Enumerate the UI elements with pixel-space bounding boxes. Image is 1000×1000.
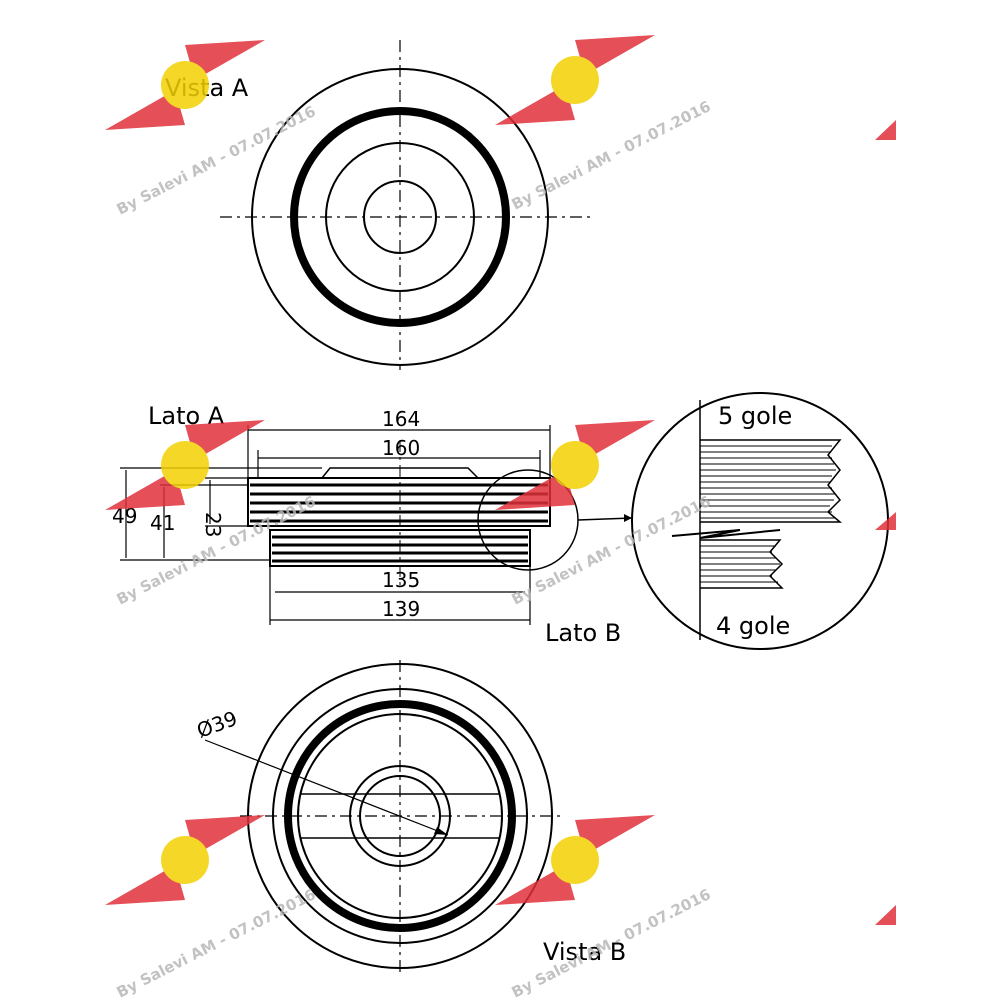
watermark-fragment bbox=[875, 120, 896, 140]
dim-41-label: 41 bbox=[150, 511, 175, 535]
watermark-logo-icon bbox=[105, 815, 265, 905]
vista-a-thick-ring bbox=[290, 107, 510, 327]
detail-lower-lines bbox=[700, 545, 780, 583]
dim-164-label: 164 bbox=[382, 407, 420, 431]
watermark-fragment bbox=[875, 905, 896, 925]
detail-leader-arrow bbox=[624, 514, 632, 522]
dim-139-label: 139 bbox=[382, 597, 420, 621]
diameter-bore-label: Ø39 bbox=[194, 706, 241, 743]
diameter-leader-line bbox=[204, 739, 449, 836]
watermark-logo-icon bbox=[495, 35, 655, 125]
vista-a-outer-circle bbox=[251, 68, 549, 366]
lato-b-label: Lato B bbox=[545, 619, 621, 647]
detail-leader-line bbox=[577, 517, 633, 521]
watermark-text: By Salevi AM - 07.07.2016 bbox=[509, 492, 714, 608]
dimension-lines-top bbox=[247, 425, 551, 478]
vista-a-bore-circle bbox=[363, 180, 437, 254]
diameter-arrow bbox=[434, 827, 448, 835]
detail-5-grooves-label: 5 gole bbox=[718, 402, 792, 430]
detail-notch bbox=[671, 529, 781, 539]
watermark-text: By Salevi AM - 07.07.2016 bbox=[509, 885, 714, 1000]
watermark-text: By Salevi AM - 07.07.2016 bbox=[114, 492, 319, 608]
vista-a-view bbox=[220, 40, 590, 370]
detail-lower-profile bbox=[700, 539, 784, 589]
watermark-fragment bbox=[875, 512, 896, 530]
dim-23-label: 23 bbox=[201, 512, 225, 537]
watermark-logo-icon bbox=[105, 40, 265, 130]
vista-b-hub-circle bbox=[349, 765, 451, 867]
vista-b-label: Vista B bbox=[543, 938, 626, 966]
upper-pulley-grooves bbox=[250, 483, 548, 523]
side-view bbox=[247, 440, 633, 590]
dim-135-label: 135 bbox=[382, 568, 420, 592]
side-hub-top bbox=[321, 467, 479, 479]
detail-upper-lines bbox=[700, 445, 836, 519]
vista-b-outer-circle bbox=[247, 663, 553, 969]
detail-4-grooves-label: 4 gole bbox=[716, 612, 790, 640]
vista-a-mid-circle bbox=[325, 142, 475, 292]
watermark-logo-icon bbox=[495, 420, 655, 510]
watermark-logo-icon bbox=[105, 420, 265, 510]
vista-b-view bbox=[204, 660, 560, 975]
watermark-logo-icon bbox=[495, 815, 655, 905]
vista-b-rim-circle bbox=[272, 688, 528, 944]
vista-b-bore-circle bbox=[359, 775, 441, 857]
dim-160-label: 160 bbox=[382, 436, 420, 460]
vista-b-thick-ring bbox=[284, 700, 516, 932]
detail-upper-profile bbox=[700, 439, 843, 523]
vista-b-inner-ring bbox=[297, 713, 503, 919]
dimension-lines-bottom bbox=[269, 566, 531, 625]
